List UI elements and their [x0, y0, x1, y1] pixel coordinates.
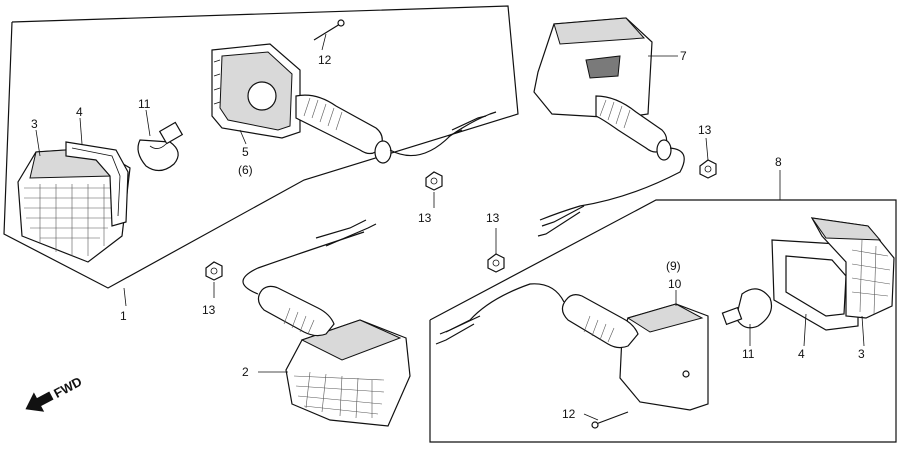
- lens-rear-right: [810, 217, 895, 319]
- bulb-right: [721, 288, 773, 329]
- callout-11-right: 11: [742, 347, 755, 361]
- nut-right: [699, 159, 717, 179]
- callout-9: (9): [666, 259, 681, 273]
- callout-12-bottom: 12: [562, 407, 576, 421]
- callout-12-top: 12: [318, 53, 332, 67]
- fwd-direction-arrow: FWD: [25, 374, 84, 412]
- callout-2: 2: [242, 365, 249, 379]
- callout-4-right: 4: [798, 347, 805, 361]
- nut-center: [487, 253, 505, 273]
- callout-13-center: 13: [486, 211, 500, 225]
- group-8-outline: [429, 199, 897, 443]
- fwd-arrow-icon: [25, 391, 54, 412]
- housing-rear-left: [211, 43, 497, 164]
- fwd-label: FWD: [51, 374, 84, 401]
- callout-3-right: 3: [858, 347, 865, 361]
- callout-8: 8: [775, 155, 782, 169]
- signal-front-right: [533, 17, 685, 237]
- callout-10: 10: [668, 277, 682, 291]
- callout-13-right: 13: [698, 123, 712, 137]
- callout-4-left: 4: [76, 105, 83, 119]
- signal-rear-right: [242, 219, 411, 427]
- callout-11-left: 11: [138, 97, 151, 111]
- bulb-left: [137, 121, 184, 172]
- housing-rear-right: [435, 283, 709, 411]
- callout-6: (6): [238, 163, 253, 177]
- callout-13-left: 13: [202, 303, 216, 317]
- callout-13-center-top: 13: [418, 211, 432, 225]
- screw-bottom: [591, 411, 629, 429]
- screw-top: [313, 19, 345, 41]
- gasket-front-left: [65, 141, 129, 227]
- gasket-rear-right: [771, 239, 859, 331]
- nut-left: [205, 261, 223, 281]
- callout-3-left: 3: [31, 117, 38, 131]
- nut-center-top: [425, 171, 443, 191]
- callout-5: 5: [242, 145, 249, 159]
- group-1-outline: [3, 5, 519, 289]
- callout-7: 7: [680, 49, 687, 63]
- leader-lines: [35, 33, 865, 421]
- callout-1: 1: [120, 309, 127, 323]
